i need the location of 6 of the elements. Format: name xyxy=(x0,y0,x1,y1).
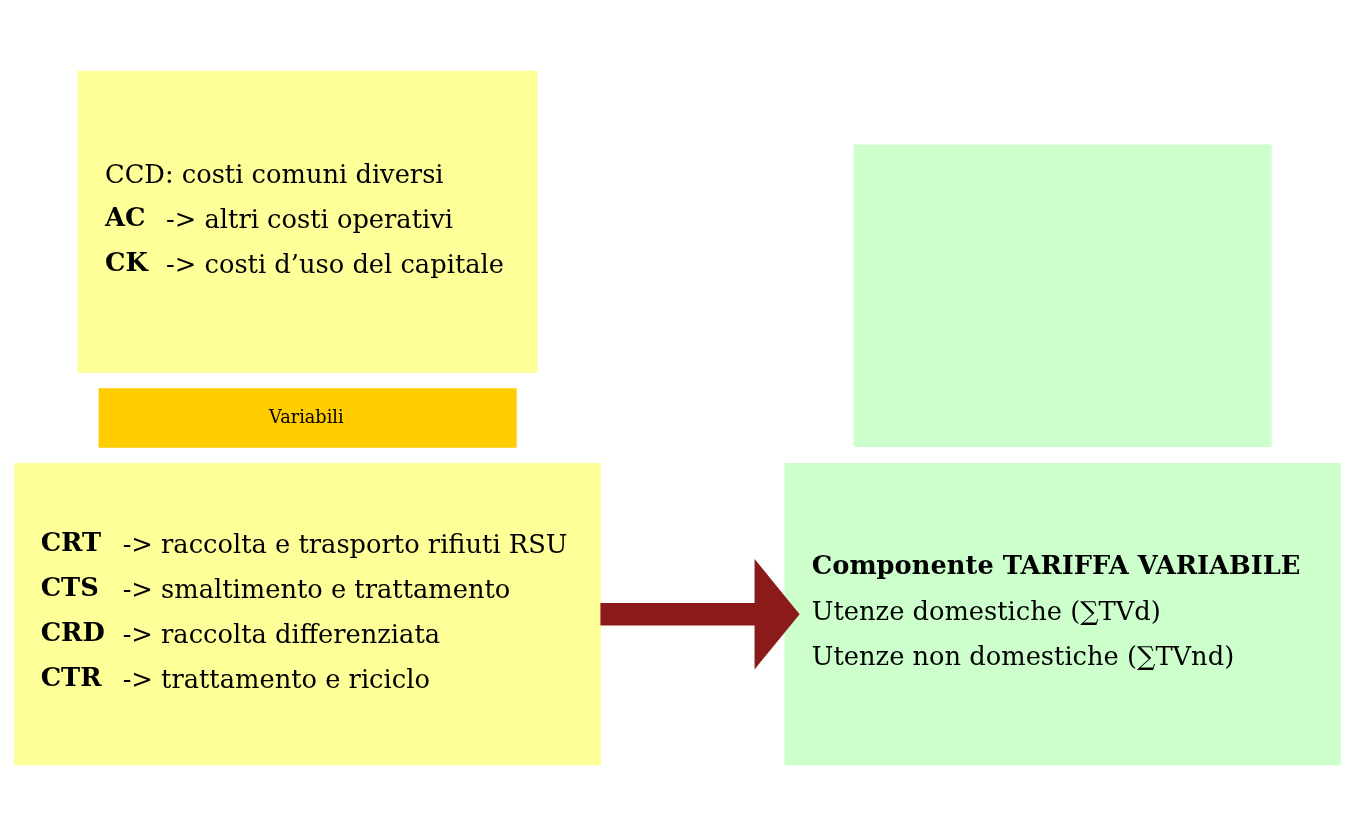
node-box: CRT -> raccolta e trasporto rifiuti RSU CTS -> smaltimento e trattamento CRD -> raccolta differenziata CTR -> trattamento e riciclo xyxy=(14,462,602,765)
node-box xyxy=(853,144,1272,447)
arrow xyxy=(600,558,800,669)
node-box: Componente TARIFFA VARIABILE Utenze domestiche (∑TVd) Utenze non domestiche (∑TVnd) xyxy=(784,462,1341,765)
node-box: Variabili xyxy=(98,387,517,448)
node-box: CCD: costi comuni diversi AC -> altri costi operativi CK -> costi d’uso del capitale xyxy=(77,70,538,373)
